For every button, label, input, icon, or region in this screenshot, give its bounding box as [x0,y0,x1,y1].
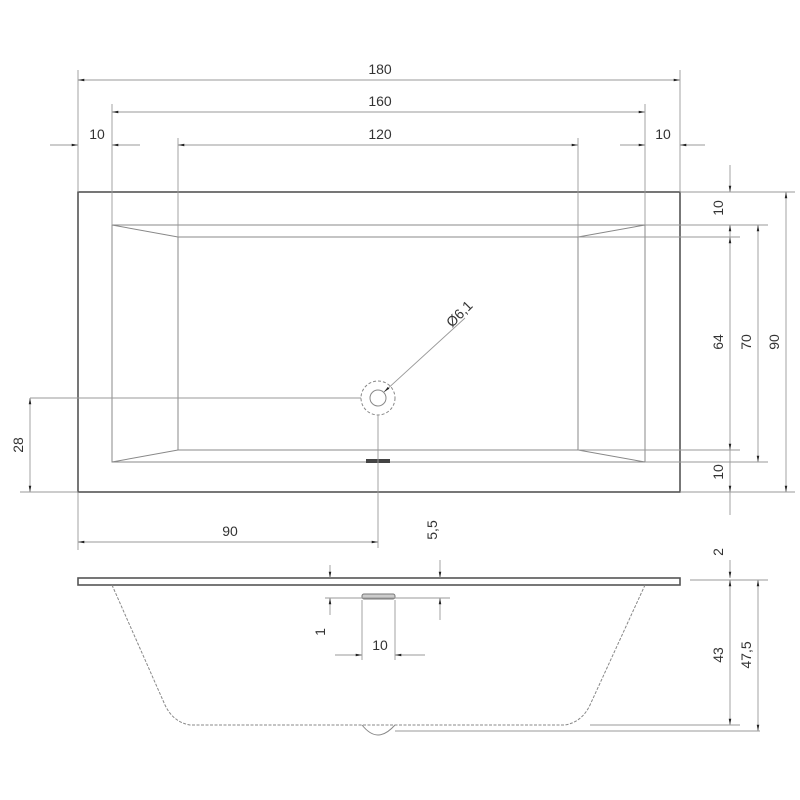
dim-rim-thickness: 2 [710,548,726,556]
top-view: Ø6,1 [30,191,681,548]
dim-160: 160 [368,93,392,109]
dim-90-depth: 90 [766,334,782,350]
dim-total-height: 47,5 [738,641,754,668]
dim-overflow-width: 10 [372,637,388,653]
extension-lines [20,70,795,550]
dim-basin-depth: 43 [710,647,726,663]
dim-180: 180 [368,61,392,77]
dim-rim-left: 10 [89,126,105,142]
dimension-labels: 180 160 120 10 10 10 64 10 70 90 28 90 [10,61,782,539]
dim-rim-right: 10 [655,126,671,142]
side-view: 5,5 1 10 2 43 47,5 [77,520,768,736]
dim-rim-bottom: 10 [710,464,726,480]
dim-overflow-height: 5,5 [424,520,440,540]
side-rim [77,577,681,586]
side-drain [361,724,396,736]
dim-90-drain: 90 [222,523,238,539]
drain-diameter-label: Ø6,1 [443,297,476,330]
dim-70: 70 [738,334,754,350]
basin-slope-lines [111,224,646,463]
dimension-lines [28,78,788,544]
dim-overflow-offset: 1 [312,628,328,636]
basin-outline [111,224,646,463]
tub-outer-rim [77,191,681,493]
dim-120: 120 [368,126,392,142]
dim-28: 28 [10,437,26,453]
side-basin-outline [111,584,646,726]
dim-rim-top: 10 [710,200,726,216]
dim-64: 64 [710,334,726,350]
